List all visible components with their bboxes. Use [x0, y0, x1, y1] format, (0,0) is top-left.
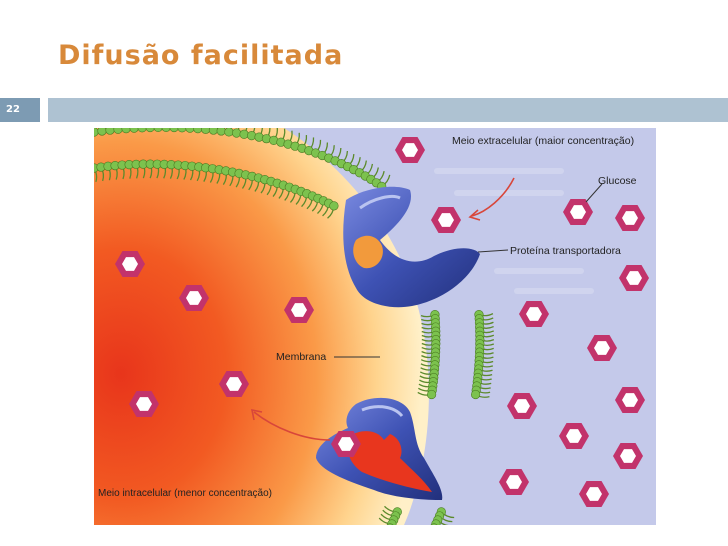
lipid-head	[98, 128, 107, 135]
lipid-head	[106, 128, 115, 134]
lipid-head	[209, 128, 218, 134]
facilitated-diffusion-figure: Meio extracelular (maior concentração) G…	[94, 128, 656, 525]
title-divider-bar	[48, 98, 728, 122]
lipid-head	[201, 128, 210, 134]
lipid-head	[217, 128, 226, 135]
label-glucose: Glucose	[598, 175, 637, 187]
lipid-head	[232, 129, 241, 138]
label-transporter: Proteína transportadora	[510, 245, 621, 257]
lipid-head	[330, 202, 339, 211]
label-extracellular: Meio extracelular (maior concentração)	[452, 135, 634, 147]
lipid-head	[427, 390, 436, 399]
label-intracellular: Meio intracelular (menor concentração)	[98, 488, 272, 499]
slide-title: Difusão facilitada	[58, 40, 343, 71]
lipid-head	[225, 128, 234, 136]
label-membrane: Membrana	[276, 351, 326, 363]
lipid-head	[247, 131, 256, 140]
lipid-head	[114, 128, 123, 134]
slide-number: 22	[0, 98, 40, 122]
lipid-head	[240, 130, 249, 139]
lipid-head	[471, 390, 480, 399]
